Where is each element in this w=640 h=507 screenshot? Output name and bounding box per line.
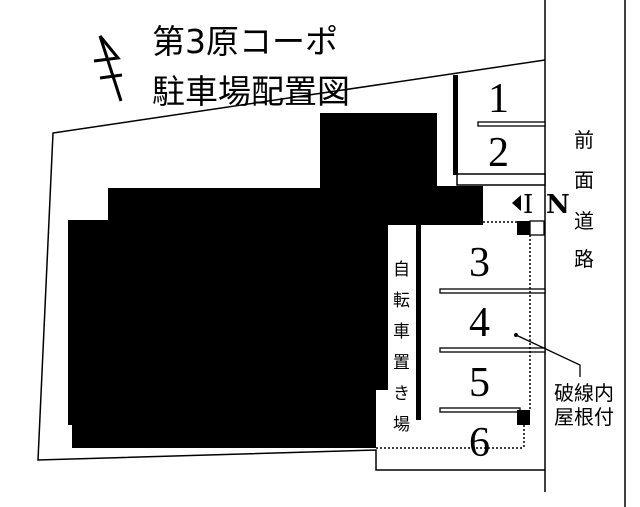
space-divider [439, 288, 546, 294]
title-line-2: 駐車場配置図 [152, 72, 350, 111]
bicycle-char: 置 [393, 353, 410, 373]
entrance-arrow-icon [512, 195, 521, 211]
entrance-label-n: N [546, 190, 570, 220]
wall [456, 173, 546, 186]
bicycle-char: 自 [393, 260, 410, 280]
bicycle-char: 転 [393, 291, 410, 311]
road-char: 路 [574, 247, 594, 271]
wall [453, 75, 458, 175]
road-char: 前 [574, 128, 594, 152]
bicycle-char: 車 [393, 322, 410, 342]
bicycle-char: 場 [393, 415, 410, 435]
road-char: 面 [574, 168, 594, 192]
title-line-1: 第3原コーポ [152, 22, 338, 61]
space-divider [439, 347, 546, 353]
space-1: 1 [488, 76, 509, 122]
leader-line [515, 334, 581, 377]
pillar [517, 221, 530, 235]
bicycle-char: き [393, 384, 410, 404]
space-4: 4 [469, 300, 490, 346]
space-6: 6 [469, 420, 490, 466]
pillar [517, 410, 530, 425]
entrance-label-i: I [523, 190, 533, 220]
roof-note-line-2: 屋根付 [554, 405, 614, 429]
space-3: 3 [469, 240, 490, 286]
road-char: 道 [574, 209, 594, 233]
pillar-outline [529, 220, 545, 236]
bicycle-parking-label: 自 転 車 置 き 場 [393, 260, 410, 435]
roof-note-line-1: 破線内 [554, 381, 614, 405]
space-5: 5 [469, 360, 490, 406]
bicycle-wall [416, 225, 421, 420]
building [68, 113, 483, 448]
space-2: 2 [488, 130, 509, 176]
road-label: 前 面 道 路 [574, 128, 594, 271]
lot-boundary [37, 59, 546, 471]
space-divider [439, 407, 521, 413]
space-divider [477, 121, 546, 127]
north-arrow-icon [93, 35, 123, 102]
